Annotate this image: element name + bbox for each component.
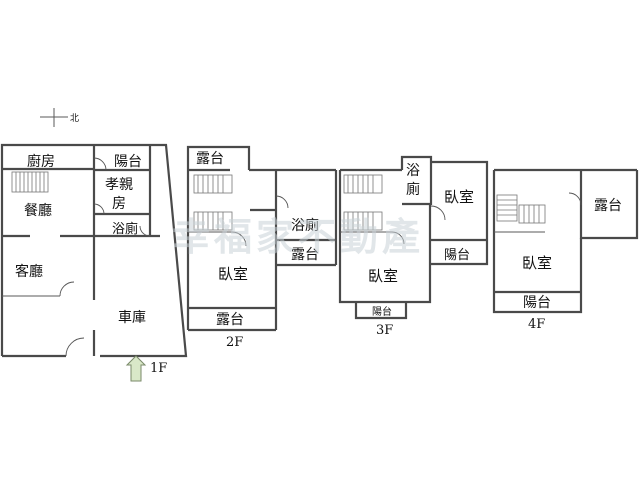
room-parents-line2: 房	[112, 196, 126, 212]
room-bath-3f-line1: 浴	[406, 163, 420, 179]
room-living: 客廳	[15, 263, 43, 280]
room-balcony-side-3f: 陽台	[444, 248, 470, 263]
watermark-text: 幸福家不動產	[172, 215, 424, 259]
floor-3f: 浴 廁 臥室 臥室 陽台 陽台 3F	[338, 155, 489, 338]
stairs-2f	[193, 174, 233, 231]
room-balcony-bottom-3f: 陽台	[372, 305, 392, 318]
floor-1f: 廚房 陽台 孝親 房 餐廳 浴廁 客廳 車庫 1F	[0, 143, 188, 382]
room-kitchen: 廚房	[27, 153, 55, 170]
room-balcony-1f: 陽台	[114, 154, 142, 170]
room-terrace-mid-2f: 露台	[291, 247, 319, 263]
north-label: 北	[70, 113, 79, 124]
stairs-4f	[496, 194, 546, 224]
room-terrace-top-2f: 露台	[196, 151, 224, 167]
stairs-3f	[343, 174, 383, 231]
floor-label-1f: 1F	[150, 361, 167, 376]
room-bedroom-2f: 臥室	[218, 265, 248, 283]
north-compass: 北	[40, 108, 79, 127]
room-parents-line1: 孝親	[105, 177, 133, 193]
room-bath-1f: 浴廁	[112, 221, 138, 237]
floor-4f: 露台 臥室 陽台 4F	[492, 168, 639, 332]
entrance-arrow-icon	[125, 355, 147, 382]
floor-2f: 露台 浴廁 露台 臥室 露台 2F	[186, 145, 338, 350]
room-bedroom-4f: 臥室	[522, 254, 552, 272]
floor-label-2f: 2F	[226, 335, 243, 350]
room-balcony-4f: 陽台	[523, 295, 551, 311]
room-dining: 餐廳	[24, 202, 52, 219]
room-terrace-4f: 露台	[594, 198, 622, 214]
room-bathroom-2f: 浴廁	[291, 217, 319, 234]
floor-label-4f: 4F	[528, 317, 545, 332]
room-bedroom-main-3f: 臥室	[368, 267, 398, 285]
room-garage: 車庫	[118, 309, 146, 326]
stairs-1f	[11, 171, 49, 193]
room-terrace-bottom-2f: 露台	[216, 312, 244, 328]
room-bedroom-side-3f: 臥室	[444, 188, 474, 206]
floor-label-3f: 3F	[376, 323, 393, 338]
room-bath-3f-line2: 廁	[406, 181, 420, 198]
